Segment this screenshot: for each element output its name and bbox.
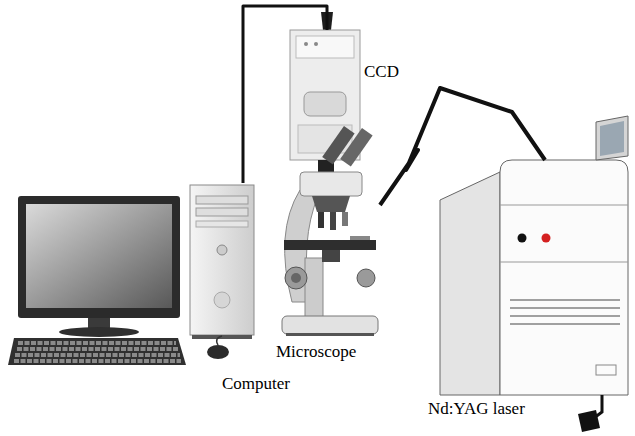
- mouse-cord: [217, 336, 222, 345]
- ccd-camera: CCD: [290, 30, 360, 160]
- tower-logo: [214, 292, 230, 308]
- computer-tower: [190, 185, 254, 335]
- power-plug: [578, 410, 600, 432]
- ccd-dot: [304, 42, 308, 46]
- microscope-base: [282, 316, 378, 334]
- microscope-stage: [284, 240, 376, 250]
- power-button: [217, 245, 227, 255]
- microscope: Microscope: [272, 168, 380, 336]
- microscope-head: [300, 172, 362, 196]
- objective: [318, 212, 324, 228]
- ccd-window: [304, 92, 346, 116]
- stage-clip: [350, 236, 370, 240]
- vent: [510, 300, 620, 324]
- laser-unit: Nd:YAG laser: [440, 160, 630, 395]
- monitor-base: [59, 327, 139, 337]
- computer: Computer: [8, 183, 258, 368]
- focus-knob: [357, 269, 375, 287]
- node-label: Computer: [222, 374, 290, 394]
- laser-screen: [596, 116, 628, 160]
- laser-button: [518, 234, 527, 243]
- panel-line: [500, 205, 628, 262]
- monitor-frame: [18, 196, 180, 318]
- mouse: [207, 345, 229, 359]
- drive-bay: [196, 208, 248, 216]
- laser-side: [440, 172, 500, 395]
- laser-port: [596, 365, 616, 375]
- node-label: Nd:YAG laser: [428, 399, 525, 419]
- laser-button: [542, 234, 551, 243]
- eyepiece: [340, 128, 372, 167]
- laser-display: [600, 121, 624, 156]
- drive-bay: [196, 196, 248, 204]
- laser-front: [500, 160, 628, 395]
- nosepiece: [312, 196, 350, 212]
- node-label: CCD: [364, 62, 399, 82]
- tower-foot: [192, 335, 252, 339]
- keyboard: [8, 338, 186, 365]
- microscope-foot: [286, 333, 374, 336]
- node-label: Microscope: [276, 342, 356, 362]
- ccd-dot: [314, 42, 318, 46]
- focus-knob: [285, 267, 307, 289]
- keyboard-keys: [14, 343, 181, 361]
- condenser: [322, 250, 340, 262]
- monitor-screen: [26, 204, 172, 308]
- data-cable: [243, 6, 327, 183]
- focus-knob: [291, 273, 301, 283]
- objective: [342, 212, 348, 226]
- objective: [330, 212, 336, 230]
- fiber-arm: [380, 88, 545, 205]
- microscope-pillar: [305, 258, 323, 320]
- drive-bay: [196, 221, 248, 227]
- ccd-panel: [296, 36, 354, 58]
